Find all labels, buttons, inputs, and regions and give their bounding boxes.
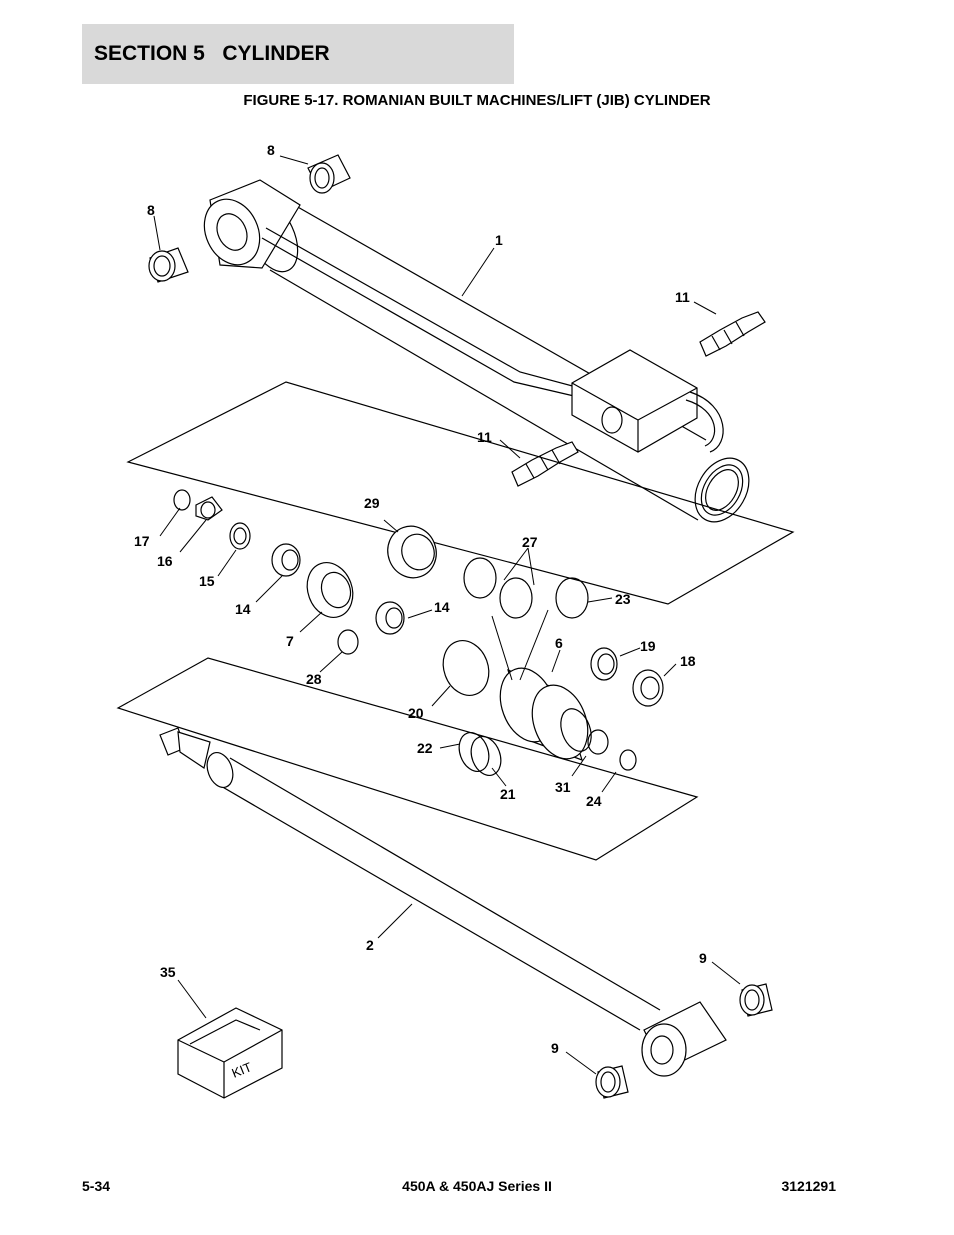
- bushing-8-lower: [148, 247, 189, 283]
- rod-assembly-plane: [116, 657, 699, 861]
- section-header: SECTION 5 CYLINDER: [82, 24, 514, 84]
- figure-title: FIGURE 5-17. ROMANIAN BUILT MACHINES/LIF…: [243, 92, 711, 109]
- callout-27: 27: [522, 534, 538, 550]
- cylinder-rod: [159, 727, 727, 1077]
- footer-document-number: 3121291: [781, 1178, 836, 1194]
- callout-15: 15: [199, 573, 215, 589]
- callout-18: 18: [680, 653, 696, 669]
- callout-14a: 14: [235, 601, 251, 617]
- callout-22: 22: [417, 740, 433, 756]
- callout-21: 21: [500, 786, 516, 802]
- callout-2: 2: [366, 937, 374, 953]
- section-title: SECTION 5 CYLINDER: [94, 42, 330, 65]
- callout-28: 28: [306, 671, 322, 687]
- valve-11-upper: [699, 311, 766, 357]
- callout-1: 1: [495, 232, 503, 248]
- leader-lines: [153, 155, 741, 1075]
- callout-7: 7: [286, 633, 294, 649]
- callout-8a: 8: [267, 142, 275, 158]
- footer-page-number: 5-34: [82, 1178, 111, 1194]
- callout-23: 23: [615, 591, 631, 607]
- callout-20: 20: [408, 705, 424, 721]
- valve-11-lower: [511, 441, 579, 487]
- callout-17: 17: [134, 533, 150, 549]
- callout-9b: 9: [551, 1040, 559, 1056]
- callout-35: 35: [160, 964, 176, 980]
- callout-11b: 11: [477, 429, 492, 445]
- kit-label: KIT: [230, 1059, 254, 1081]
- kit-box: [177, 1007, 283, 1099]
- callout-14b: 14: [434, 599, 450, 615]
- footer-model: 450A & 450AJ Series II: [402, 1178, 552, 1194]
- bushing-9-right: [739, 983, 773, 1017]
- piston-parts: [173, 489, 664, 776]
- callout-9a: 9: [699, 950, 707, 966]
- callout-31: 31: [555, 779, 571, 795]
- callout-19: 19: [640, 638, 656, 654]
- callout-11a: 11: [675, 289, 690, 305]
- bushing-8-upper: [307, 154, 351, 194]
- cylinder-barrel: [203, 179, 750, 523]
- callout-6: 6: [555, 635, 563, 651]
- callout-8b: 8: [147, 202, 155, 218]
- callout-16: 16: [157, 553, 173, 569]
- callout-29: 29: [364, 495, 380, 511]
- piston-assembly-plane: [126, 381, 795, 605]
- bushing-9-left: [595, 1065, 629, 1099]
- callout-24: 24: [586, 793, 602, 809]
